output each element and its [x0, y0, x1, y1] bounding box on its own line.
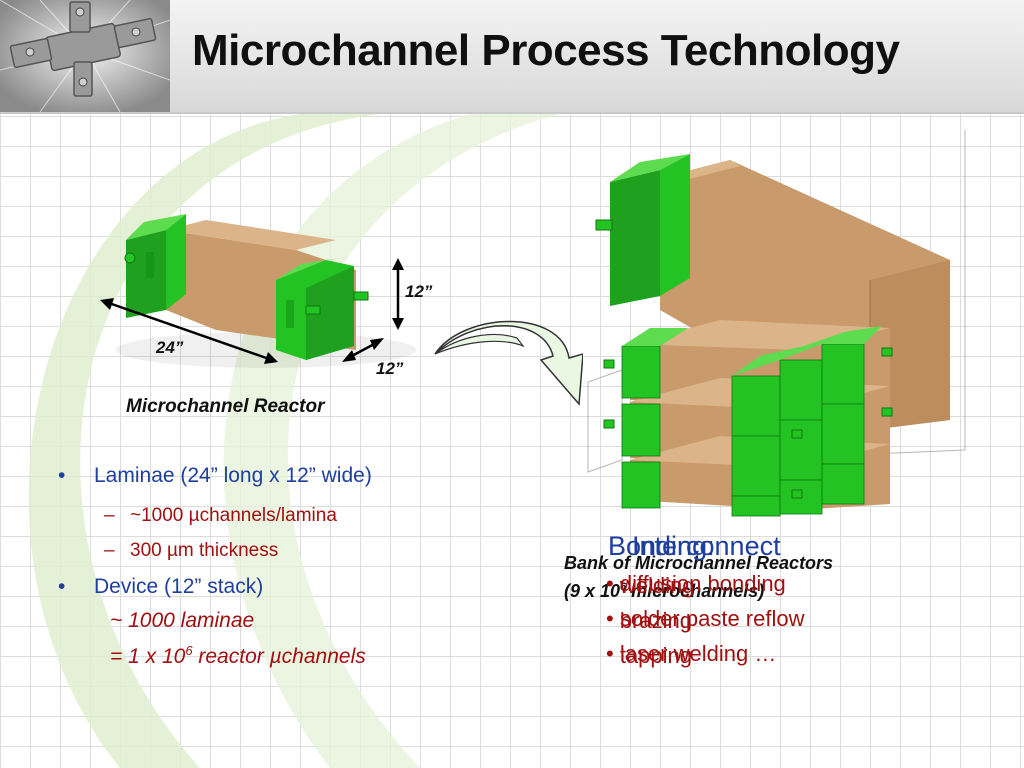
- overlay-item-b-1: • welding: [619, 573, 695, 598]
- overlay-item-b-3: • tapping: [619, 643, 693, 668]
- dimension-height-label: 12”: [405, 282, 433, 301]
- reactor-logo-icon: [0, 0, 170, 112]
- page-title: Microchannel Process Technology: [192, 26, 900, 75]
- overlay-title-interconnect: Interconnect: [632, 531, 781, 561]
- reactor-bank-image: [587, 130, 966, 517]
- microchannel-reactor-image: [100, 214, 416, 368]
- reactor-caption: Microchannel Reactor: [126, 396, 325, 417]
- sub-bullet-channels: –~1000 µchannels/lamina: [104, 505, 337, 526]
- device-channels-line: = 1 x 106 reactor µchannels: [110, 643, 366, 668]
- bullet-glyph: •: [58, 575, 66, 598]
- device-laminae-line: ~ 1000 laminae: [110, 609, 255, 632]
- sub-bullet-channels-text: ~1000 µchannels/lamina: [130, 505, 337, 526]
- bank-caption-line2: (9 x 106 microchannels): [564, 581, 765, 601]
- transition-arrow-icon: [434, 320, 583, 406]
- overlay-item-a-2: • solder paste reflow: [606, 606, 805, 631]
- bullet-laminae-text: Laminae (24” long x 12” wide): [94, 464, 372, 487]
- dimension-length-label: 24”: [156, 338, 184, 357]
- sub-bullet-thickness-text: 300 µm thickness: [130, 540, 279, 561]
- overlay-item-a-1: • diffusion bonding: [606, 571, 786, 596]
- overlay-item-a-3: • laser welding …: [606, 641, 777, 666]
- bank-caption-line1: Bank of Microchannel Reactors: [564, 553, 834, 573]
- header-bar: Microchannel Process Technology: [0, 0, 1024, 114]
- overlay-title-bonding: Bonding:: [608, 531, 715, 561]
- overlay-item-b-2: • brazing: [619, 608, 692, 633]
- dimension-width-label: 12”: [376, 359, 404, 378]
- sub-bullet-thickness: –300 µm thickness: [104, 540, 279, 561]
- bullet-laminae: • Laminae (24” long x 12” wide): [58, 464, 372, 488]
- bullet-glyph: •: [58, 464, 66, 487]
- bullet-device-text: Device (12” stack): [94, 575, 264, 598]
- bullet-device: • Device (12” stack): [58, 575, 263, 599]
